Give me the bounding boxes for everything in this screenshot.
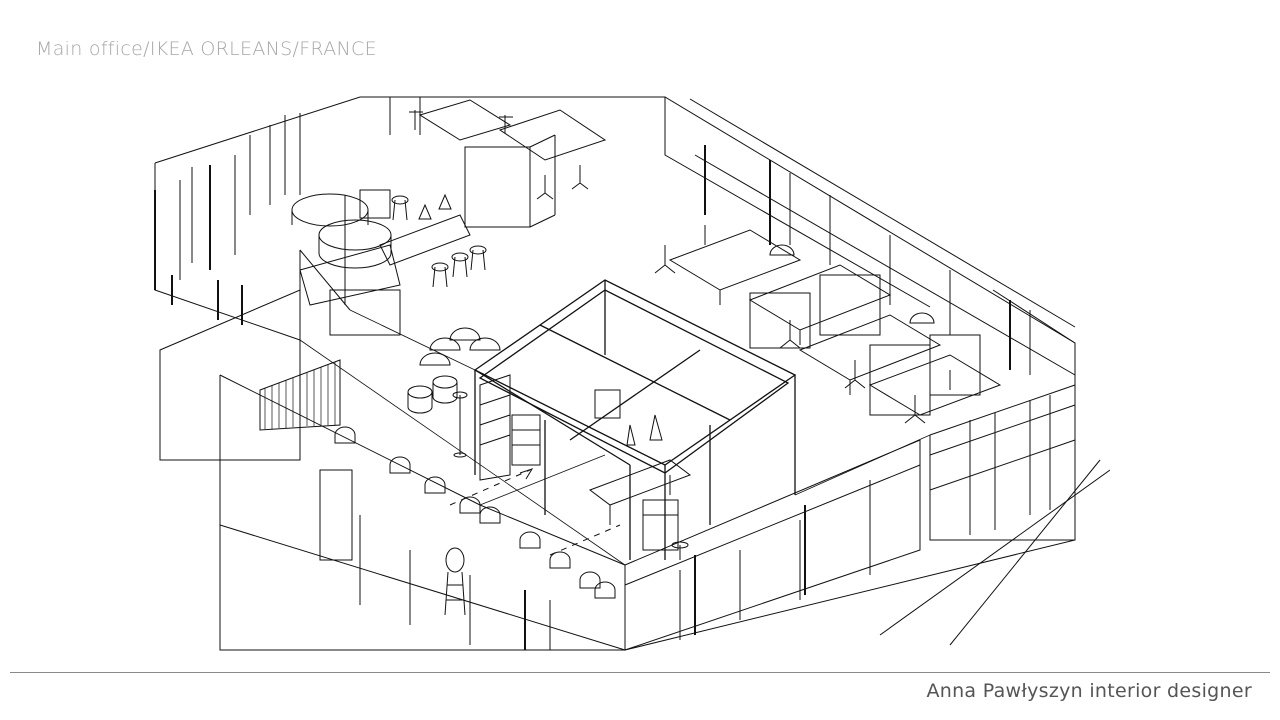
pergola-furniture (590, 390, 690, 560)
front-left-wall (160, 290, 625, 650)
pergola-frame (475, 280, 795, 560)
front-partition (625, 440, 920, 650)
bar-stools (392, 196, 486, 287)
isometric-office-drawing (150, 95, 1110, 655)
designer-credit: Anna Pawłyszyn interior designer (926, 680, 1252, 702)
coat-stand (445, 548, 465, 615)
stair-screen (260, 360, 340, 430)
kitchen-area (292, 190, 470, 335)
external-wall-right (880, 385, 1110, 645)
back-wall-left (155, 97, 420, 325)
right-wall-windows (695, 145, 1075, 375)
lounge-seats (408, 376, 467, 457)
floor-plane (300, 310, 930, 565)
circulation-arrows (450, 470, 620, 555)
workstations-right (655, 225, 1000, 423)
workstations-back (409, 100, 605, 227)
arrow-head (520, 469, 532, 479)
shelving-unit (480, 375, 540, 480)
page-title: Main office/IKEA ORLEANS/FRANCE (36, 38, 377, 60)
pendant-lamps (419, 195, 934, 365)
footer-divider (10, 672, 1270, 673)
corridor-armchairs (335, 427, 615, 598)
building-shell (155, 97, 1075, 650)
